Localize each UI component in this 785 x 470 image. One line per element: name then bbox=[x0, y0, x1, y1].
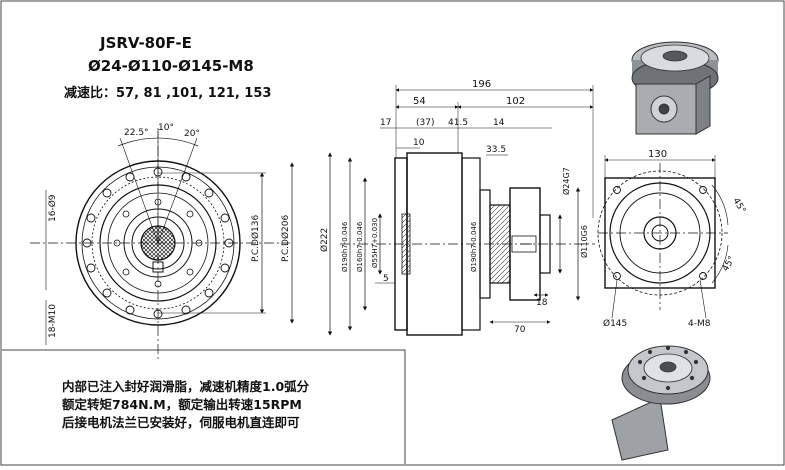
holes-16-label: 16-Ø9 bbox=[47, 194, 58, 222]
angle-45-top: 45° bbox=[730, 197, 747, 216]
dim-160h7: Ø160h7-0.046 bbox=[356, 221, 364, 272]
dim-37: (37) bbox=[416, 118, 434, 128]
render-bottom bbox=[611, 345, 711, 461]
ratio-list: 减速比：57, 81 ,101, 121, 153 bbox=[64, 86, 272, 101]
dim-24g7: Ø24G7 bbox=[561, 167, 571, 195]
dim-222: Ø222 bbox=[319, 228, 330, 252]
dim-196: 196 bbox=[472, 79, 491, 90]
tap-holes-label: 18-M10 bbox=[48, 304, 58, 338]
angle-45-bottom: 45° bbox=[721, 255, 738, 274]
flange-view bbox=[597, 155, 729, 319]
dim-190h7-a: Ø190h7-0.046 bbox=[341, 221, 349, 272]
dim-102: 102 bbox=[506, 96, 525, 107]
dim-5: 5 bbox=[383, 274, 389, 284]
note-line-3: 后接电机法兰已安装好，伺服电机直连即可 bbox=[62, 415, 300, 430]
pcd-136-label: P.C.DØ136 bbox=[250, 215, 261, 262]
dim-18: 18 bbox=[536, 298, 548, 308]
flange-width-label: 130 bbox=[648, 149, 667, 160]
model-title: JSRV-80F-E bbox=[100, 34, 192, 52]
dim-10: 10 bbox=[413, 138, 425, 148]
dim-17: 17 bbox=[380, 118, 391, 128]
flange-pcd-label: Ø145 bbox=[603, 318, 627, 329]
front-view bbox=[30, 128, 295, 360]
note-line-2: 额定转矩784N.M，额定输出转速15RPM bbox=[62, 397, 302, 412]
dim-190h7-b: Ø190h7-0.046 bbox=[470, 221, 478, 272]
dim-70: 70 bbox=[514, 325, 526, 335]
flange-taps-label: 4-M8 bbox=[688, 319, 711, 329]
notes-box-border bbox=[2, 349, 406, 464]
dim-41-5: 41.5 bbox=[448, 118, 468, 128]
model-spec: Ø24-Ø110-Ø145-M8 bbox=[88, 57, 254, 75]
dim-54: 54 bbox=[413, 96, 426, 107]
dim-33-5: 33.5 bbox=[486, 145, 506, 155]
angle-22-5-label: 22.5° bbox=[124, 128, 149, 138]
dim-14: 14 bbox=[493, 118, 505, 128]
pcd-206-label: P.C.DØ206 bbox=[280, 215, 291, 262]
dim-110g6: Ø110G6 bbox=[579, 225, 589, 258]
note-line-1: 内部已注入封好润滑脂，减速机精度1.0弧分 bbox=[62, 379, 310, 394]
key-slot bbox=[152, 261, 164, 273]
angle-10-label: 10° bbox=[158, 123, 174, 133]
render-top bbox=[631, 41, 719, 135]
angle-20-label: 20° bbox=[184, 129, 200, 139]
dim-55h7: Ø55H7+0.030 bbox=[371, 218, 379, 268]
notes-box: 内部已注入封好润滑脂，减速机精度1.0弧分 额定转矩784N.M，额定输出转速1… bbox=[62, 378, 309, 432]
side-view bbox=[327, 85, 595, 336]
